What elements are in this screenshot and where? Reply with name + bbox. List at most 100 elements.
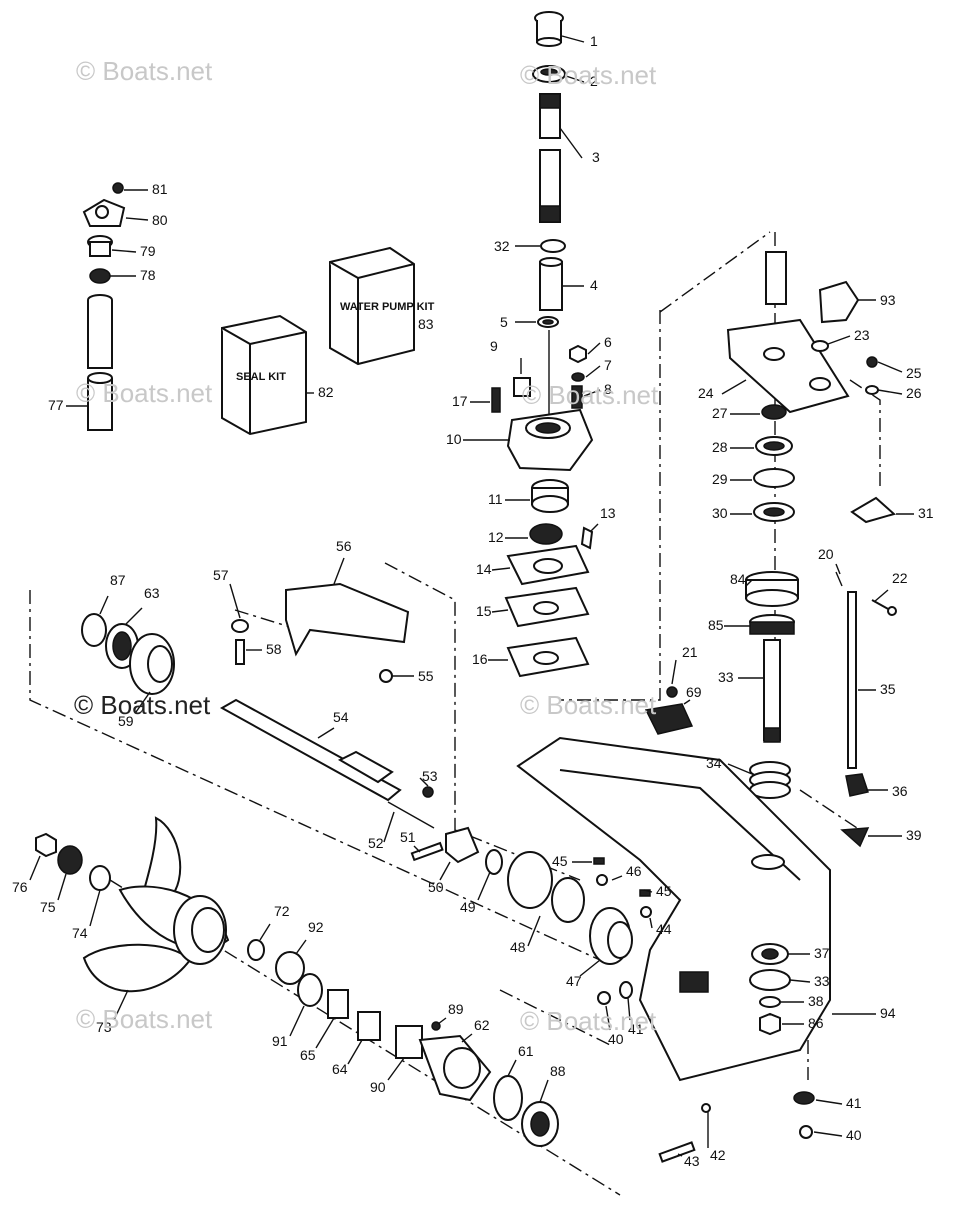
part-33-driveshaft[interactable] (763, 639, 781, 743)
part-20-pin[interactable] (835, 571, 843, 587)
part-55-screw[interactable] (379, 669, 393, 683)
part-7-washer[interactable] (571, 372, 585, 382)
part-44-screw[interactable] (640, 906, 652, 918)
part-62-carrier[interactable] (418, 1034, 492, 1102)
callout-label-53[interactable]: 53 (422, 768, 438, 784)
callout-label-17[interactable]: 17 (452, 393, 468, 409)
part-13-key[interactable] (580, 526, 594, 550)
callout-label-79[interactable]: 79 (140, 243, 156, 259)
callout-label-94[interactable]: 94 (880, 1005, 896, 1021)
callout-label-40[interactable]: 40 (846, 1127, 862, 1143)
callout-label-58[interactable]: 58 (266, 641, 282, 657)
callout-label-47[interactable]: 47 (566, 973, 582, 989)
part-59-gear[interactable] (129, 633, 175, 695)
callout-label-44[interactable]: 44 (656, 921, 672, 937)
callout-label-54[interactable]: 54 (333, 709, 349, 725)
part-65-bearing[interactable] (327, 989, 349, 1019)
callout-label-10[interactable]: 10 (446, 431, 462, 447)
seal-kit-box[interactable]: SEAL KIT (221, 314, 307, 436)
part-57-washer[interactable] (231, 619, 249, 633)
callout-label-73[interactable]: 73 (96, 1019, 112, 1035)
callout-label-26[interactable]: 26 (906, 385, 922, 401)
part-23-bushing[interactable] (811, 340, 829, 352)
callout-label-24[interactable]: 24 (698, 385, 714, 401)
callout-label-23[interactable]: 23 (854, 327, 870, 343)
callout-label-50[interactable]: 50 (428, 879, 444, 895)
callout-label-77[interactable]: 77 (48, 397, 64, 413)
part-72-washer[interactable] (247, 939, 265, 961)
callout-label-29[interactable]: 29 (712, 471, 728, 487)
part-35-shift-shaft[interactable] (847, 591, 857, 769)
callout-label-14[interactable]: 14 (476, 561, 492, 577)
part-36-shift-cam[interactable] (845, 773, 869, 797)
callout-label-45[interactable]: 45 (656, 883, 672, 899)
part-1-bushing[interactable] (534, 11, 564, 47)
part-81-screw[interactable] (112, 182, 124, 194)
part-2-washer[interactable] (532, 65, 566, 83)
part-41b-washer[interactable] (793, 1091, 815, 1105)
callout-label-91[interactable]: 91 (272, 1033, 288, 1049)
part-10-pump-housing[interactable] (506, 408, 594, 472)
callout-label-12[interactable]: 12 (488, 529, 504, 545)
callout-label-35[interactable]: 35 (880, 681, 896, 697)
part-21-screw[interactable] (666, 686, 678, 698)
callout-label-8[interactable]: 8 (604, 381, 612, 397)
part-27-bushing[interactable] (761, 404, 787, 420)
part-34-spring[interactable] (749, 761, 791, 799)
callout-label-88[interactable]: 88 (550, 1063, 566, 1079)
callout-label-34[interactable]: 34 (706, 755, 722, 771)
callout-label-32[interactable]: 32 (494, 238, 510, 254)
callout-label-80[interactable]: 80 (152, 212, 168, 228)
part-33-gear[interactable] (749, 969, 791, 991)
callout-label-69[interactable]: 69 (686, 684, 702, 700)
part-29-o-ring[interactable] (753, 468, 795, 488)
callout-label-63[interactable]: 63 (144, 585, 160, 601)
water-pump-kit-box[interactable]: WATER PUMP KIT (329, 246, 435, 366)
callout-label-11[interactable]: 11 (488, 491, 503, 507)
callout-label-37[interactable]: 37 (814, 945, 830, 961)
part-69-anode[interactable] (644, 703, 694, 735)
part-51-pin[interactable] (410, 841, 444, 862)
part-79-bushing[interactable] (87, 235, 113, 257)
callout-label-4[interactable]: 4 (590, 277, 598, 293)
part-8-stud[interactable] (571, 385, 583, 409)
callout-label-49[interactable]: 49 (460, 899, 476, 915)
part-52-cam-follower[interactable] (387, 801, 435, 829)
callout-label-83[interactable]: 83 (418, 316, 434, 332)
part-80-bracket[interactable] (82, 198, 126, 227)
part-24-gearcase-cover[interactable] (726, 318, 850, 414)
callout-label-9[interactable]: 9 (490, 338, 498, 354)
callout-label-16[interactable]: 16 (472, 651, 488, 667)
part-32-retaining-ring[interactable] (540, 239, 566, 253)
part-64-bearing[interactable] (357, 1011, 381, 1041)
callout-label-86[interactable]: 86 (808, 1015, 824, 1031)
part-84-bearing[interactable] (745, 571, 799, 607)
callout-label-41[interactable]: 41 (628, 1021, 644, 1037)
part-91-retainer[interactable] (297, 973, 323, 1007)
callout-label-55[interactable]: 55 (418, 668, 434, 684)
part-41-washer[interactable] (619, 981, 633, 999)
part-5-washer[interactable] (537, 316, 559, 328)
callout-label-25[interactable]: 25 (906, 365, 922, 381)
part-4-sleeve[interactable] (539, 257, 563, 311)
part-12-impeller[interactable] (529, 523, 563, 545)
part-78-seal[interactable] (89, 268, 111, 284)
part-58-screw[interactable] (235, 639, 245, 665)
part-37-nut[interactable] (751, 943, 789, 965)
part-87-washer[interactable] (81, 613, 107, 647)
callout-label-52[interactable]: 52 (368, 835, 384, 851)
callout-label-74[interactable]: 74 (72, 925, 88, 941)
part-53-screw[interactable] (422, 786, 434, 798)
part-49-washer[interactable] (485, 849, 503, 875)
callout-label-81[interactable]: 81 (152, 181, 168, 197)
callout-label-59[interactable]: 59 (118, 713, 134, 729)
part-50-clutch[interactable] (445, 826, 480, 864)
part-85-bearing[interactable] (749, 614, 795, 635)
part-17-stud[interactable] (491, 387, 501, 413)
callout-label-27[interactable]: 27 (712, 405, 728, 421)
callout-label-84[interactable]: 84 (730, 571, 746, 587)
part-48-gear[interactable] (507, 851, 585, 923)
part-31-gasket[interactable] (850, 496, 897, 524)
part-9-bushing[interactable] (513, 377, 531, 397)
part-15-plate[interactable] (504, 586, 590, 628)
